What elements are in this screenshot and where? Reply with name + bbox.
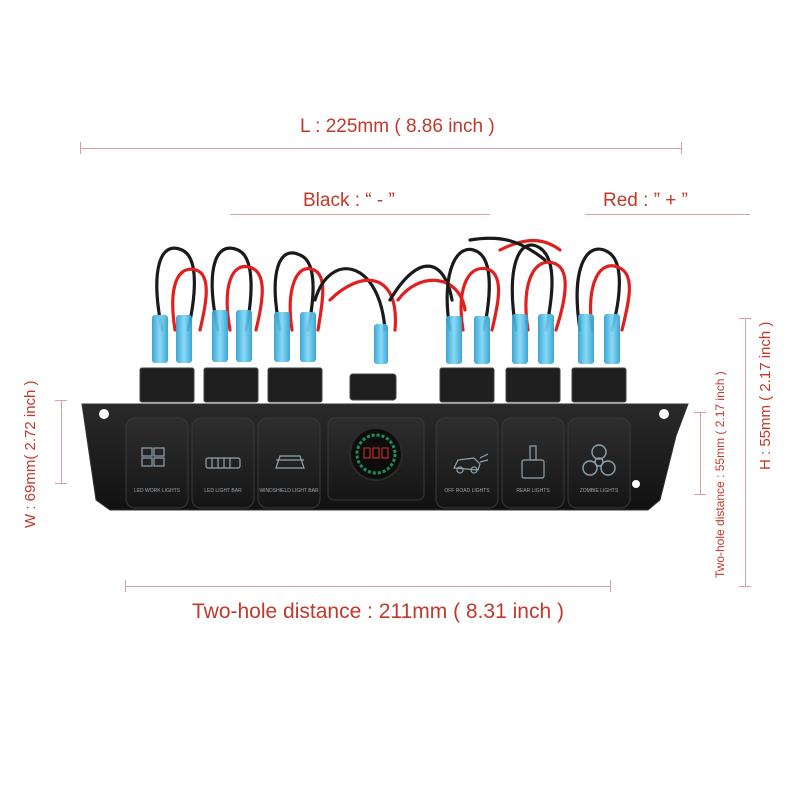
switch-label-off-road-lights: OFF ROAD LIGHTS [444, 488, 490, 494]
switch-label-windshield-light-bar: WINDSHIELD LIGHT BAR [259, 488, 318, 494]
red-wire-leader-line [585, 214, 750, 215]
biohazard-icon [582, 444, 616, 476]
switch-label-zombie-lights: ZOMBIE LIGHTS [580, 488, 619, 494]
width-dimension-tick-top [55, 400, 67, 401]
red-wire-label: Red : ” + ” [603, 190, 688, 211]
work-light-icon [141, 447, 165, 467]
height-dimension-tick-top [739, 318, 751, 319]
light-bar-icon [205, 457, 241, 469]
windshield-light-icon [275, 455, 305, 469]
switch-label-led-light-bar: LED LIGHT BAR [204, 488, 242, 494]
blue-connectors [152, 310, 620, 364]
bottom-hole-distance-tick-left [125, 580, 126, 592]
length-dimension-label: L : 225mm ( 8.86 inch ) [300, 116, 495, 137]
black-wire-label: Black : “ - ” [303, 190, 395, 211]
width-dimension-line [61, 400, 62, 483]
bottom-hole-distance-line [125, 586, 611, 587]
voltmeter-icon [349, 427, 403, 481]
bottom-hole-distance-label: Two-hole distance : 211mm ( 8.31 inch ) [192, 600, 564, 623]
height-dimension-tick-bottom [739, 586, 751, 587]
off-road-icon [453, 453, 489, 474]
mounting-hole-right-lower [632, 480, 640, 488]
mounting-hole-left [99, 409, 109, 419]
right-hole-distance-line [700, 412, 701, 494]
right-hole-distance-tick-top [694, 412, 706, 413]
switch-label-rear-lights: REAR LIGHTS [516, 488, 550, 494]
length-dimension-tick-right [681, 142, 682, 154]
bottom-hole-distance-tick-right [610, 580, 611, 592]
rear-light-icon [521, 445, 545, 479]
width-dimension-tick-bottom [55, 483, 67, 484]
wire-loops [155, 236, 631, 332]
length-dimension-line [80, 148, 682, 149]
switch-back-housings [139, 367, 627, 403]
length-dimension-tick-left [80, 142, 81, 154]
switch-label-led-work-lights: LED WORK LIGHTS [134, 488, 181, 494]
black-wire-leader-line [230, 214, 490, 215]
mounting-hole-right [659, 409, 669, 419]
right-hole-distance-tick-bottom [694, 494, 706, 495]
height-dimension-line [745, 318, 746, 586]
